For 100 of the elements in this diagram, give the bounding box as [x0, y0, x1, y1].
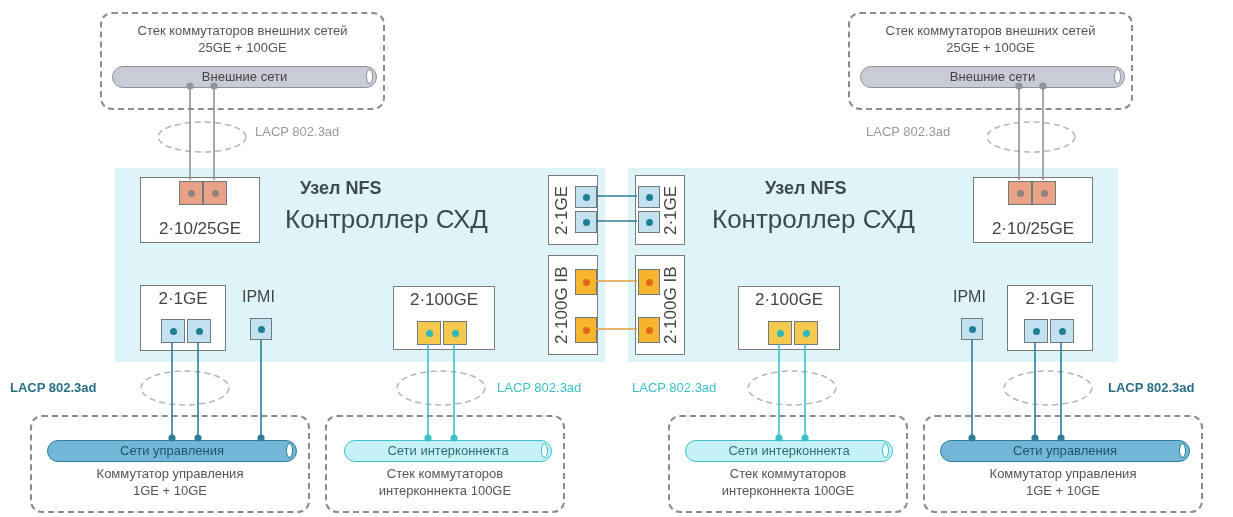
cable-line	[194, 341, 202, 442]
controller-panel	[115, 168, 605, 362]
bus-label: Сети управления	[1013, 442, 1117, 460]
bus-label: Внешние сети	[949, 68, 1036, 86]
port-block-label: 2·100GE	[408, 290, 479, 310]
port-block-label: 2·1GE	[1024, 289, 1076, 309]
port-label: IPMI	[242, 288, 275, 306]
port-block	[973, 177, 1093, 243]
network-port	[417, 321, 441, 345]
port-block	[140, 285, 226, 351]
cable-line	[424, 343, 432, 442]
switch-caption: Стек коммутаторов интерконнекта 100GE	[377, 465, 513, 499]
network-bus	[940, 440, 1190, 462]
port-block	[140, 177, 260, 243]
bus-label: Сети управления	[120, 442, 224, 460]
port-block-label: 2·10/25GE	[990, 219, 1076, 239]
switch-caption: 1GE + 10GE	[132, 482, 208, 499]
network-port	[638, 186, 660, 208]
node-title: Узел NFS	[300, 178, 382, 199]
network-port	[638, 269, 660, 295]
switch-caption: Коммутатор управления	[989, 465, 1137, 482]
network-port	[794, 321, 818, 345]
cable-line	[257, 339, 265, 442]
cable-line	[186, 82, 194, 181]
network-port	[179, 181, 203, 205]
port-block	[635, 175, 685, 245]
network-bus	[685, 440, 893, 462]
network-port	[575, 317, 597, 343]
cable-line	[1057, 341, 1065, 442]
network-port	[638, 317, 660, 343]
port-block-label: 2·1GE	[157, 289, 209, 309]
cable-line	[595, 195, 638, 197]
protocol-label: LACP 802.3ad	[632, 380, 717, 395]
network-port	[575, 269, 597, 295]
port-block-label: 2·100GE	[753, 290, 824, 310]
port-block	[738, 286, 840, 350]
port-block-label: 2·10/25GE	[157, 219, 243, 239]
port-label: IPMI	[953, 288, 986, 306]
cable-line	[595, 280, 638, 282]
switch-caption: Стек коммутаторов внешних сетей	[137, 22, 348, 39]
network-bus	[344, 440, 552, 462]
network-port	[1050, 319, 1074, 343]
cable-line	[968, 339, 976, 442]
protocol-label: LACP 802.3ad	[866, 124, 951, 139]
network-bus	[47, 440, 297, 462]
network-port	[768, 321, 792, 345]
switch-group-frame	[325, 415, 565, 513]
bus-label: Внешние сети	[201, 68, 288, 86]
switch-caption: Коммутатор управления	[96, 465, 244, 482]
port-block	[548, 175, 598, 245]
network-port	[443, 321, 467, 345]
cable-line	[775, 343, 783, 442]
cable-line	[1039, 82, 1047, 181]
bus-label: Сети интерконнекта	[387, 442, 509, 460]
network-port	[638, 211, 660, 233]
controller-title: Контроллер СХД	[285, 204, 488, 235]
port-block-label: 2·1GE	[552, 184, 572, 237]
cable-line	[450, 343, 458, 442]
protocol-label: LACP 802.3ad	[1108, 380, 1195, 395]
network-port	[250, 318, 272, 340]
protocol-label: LACP 802.3ad	[497, 380, 582, 395]
controller-title: Контроллер СХД	[712, 204, 915, 235]
port-block	[393, 286, 495, 350]
network-port	[575, 211, 597, 233]
cable-line	[168, 341, 176, 442]
switch-caption: Стек коммутаторов интерконнекта 100GE	[720, 465, 856, 499]
network-port	[161, 319, 185, 343]
port-block	[635, 255, 685, 355]
cable-line	[1015, 82, 1023, 181]
switch-group-frame	[100, 12, 385, 110]
network-port	[575, 186, 597, 208]
bus-label: Сети интерконнекта	[728, 442, 850, 460]
switch-caption: 25GE + 100GE	[198, 39, 287, 56]
network-port	[187, 319, 211, 343]
network-port	[1008, 181, 1032, 205]
cable-line	[1031, 341, 1039, 442]
network-port	[1032, 181, 1056, 205]
cable-line	[595, 328, 638, 330]
network-port	[203, 181, 227, 205]
port-block-label: 2·1GE	[661, 184, 681, 237]
port-block-label: 2·100G IB	[552, 265, 572, 346]
port-block-label: 2·100G IB	[661, 265, 681, 346]
switch-caption: Стек коммутаторов внешних сетей	[885, 22, 1096, 39]
cable-line	[801, 343, 809, 442]
network-bus	[860, 66, 1125, 88]
switch-caption: 25GE + 100GE	[946, 39, 1035, 56]
switch-caption: 1GE + 10GE	[1025, 482, 1101, 499]
cable-line	[210, 82, 218, 181]
switch-group-frame	[668, 415, 908, 513]
cable-line	[595, 220, 638, 222]
controller-panel	[628, 168, 1118, 362]
network-port	[1024, 319, 1048, 343]
switch-group-frame	[848, 12, 1133, 110]
protocol-label: LACP 802.3ad	[255, 124, 340, 139]
port-block	[1007, 285, 1093, 351]
switch-group-frame	[30, 415, 310, 513]
switch-group-frame	[923, 415, 1203, 513]
node-title: Узел NFS	[765, 178, 847, 199]
network-bus	[112, 66, 377, 88]
network-port	[961, 318, 983, 340]
